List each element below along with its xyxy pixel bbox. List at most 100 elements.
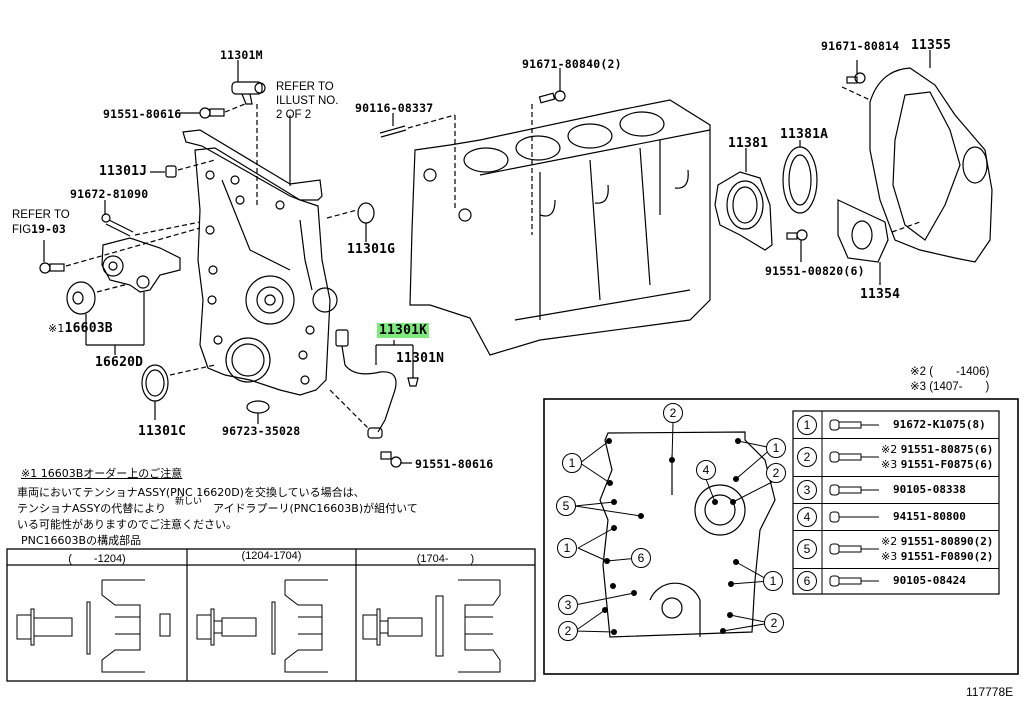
- label-11381[interactable]: 11381: [728, 136, 769, 151]
- callout-number-2: 2: [764, 613, 784, 633]
- label-11301N[interactable]: 11301N: [396, 351, 445, 366]
- bolt-91672-81090[interactable]: [101, 200, 201, 237]
- part-number-text: 94151-80800: [893, 509, 966, 523]
- crank-position-sensor-11301K[interactable]: [329, 329, 419, 439]
- label-16603B[interactable]: ※116603B: [48, 321, 113, 336]
- part-number-text: 91551-F0890(2): [900, 549, 994, 563]
- end-plate-11354[interactable]: [837, 199, 921, 285]
- cylinder-block[interactable]: [409, 99, 711, 356]
- bolt-refer-fig[interactable]: [39, 227, 201, 274]
- label-91671-80814[interactable]: 91671-80814: [821, 39, 900, 53]
- period-mark: ※2: [881, 534, 901, 548]
- fastener-index-2: 2: [797, 447, 817, 467]
- label-16620D[interactable]: 16620D: [95, 355, 144, 370]
- label-91671-80840[interactable]: 91671-80840(2): [522, 57, 622, 71]
- oil-seal-retainer-11381[interactable]: [714, 148, 773, 251]
- rear-oil-seal-11381A[interactable]: [782, 140, 818, 214]
- cam-position-sensor[interactable]: [231, 60, 266, 205]
- fastener-part-number[interactable]: ※3 91551-F0890(2): [881, 550, 993, 563]
- period-legend-2: ※2 ( -1406): [910, 366, 990, 378]
- label-11381A[interactable]: 11381A: [780, 127, 829, 142]
- refer-fig-line2: FIG: [12, 224, 32, 236]
- label-11301G[interactable]: 11301G: [347, 242, 396, 257]
- callout-number-3: 3: [558, 595, 578, 615]
- note-title: ※1 16603Bオーダー上のご注意: [21, 467, 183, 480]
- fastener-part-number[interactable]: 91672-K1075(8): [893, 418, 986, 431]
- note-overlay-new: 新しい: [175, 497, 203, 507]
- callout-number-1: 1: [557, 538, 577, 558]
- label-91551-80616-top[interactable]: 91551-80616: [103, 107, 182, 121]
- note-line-1: 車両においてテンショナASSY(PNC 16620D)を交換している場合は、: [17, 486, 365, 499]
- label-91672-81090[interactable]: 91672-81090: [70, 187, 149, 201]
- note-line-3: いる可能性がありますのでご注意ください。: [17, 518, 237, 531]
- callout-number-1: 1: [763, 571, 783, 591]
- fastener-part-number[interactable]: ※2 91551-80875(6): [881, 443, 993, 456]
- part-number-text: 91672-K1075(8): [893, 417, 986, 431]
- fastener-part-number[interactable]: ※2 91551-80890(2): [881, 535, 993, 548]
- idler-pulley-16603B[interactable]: [66, 281, 129, 345]
- composition-col-header-1: ( -1204): [68, 553, 126, 565]
- fastener-row-2[interactable]: 2※2 91551-80875(6)※3 91551-F0875(6): [793, 438, 999, 477]
- period-mark: ※3: [881, 457, 901, 471]
- period-mark: ※2: [881, 442, 901, 456]
- label-11301C[interactable]: 11301C: [138, 424, 187, 439]
- fastener-row-5[interactable]: 5 ※2 91551-80890(2) ※3 91551-F0890(2): [793, 530, 999, 569]
- composition-table-frame: [6, 548, 536, 682]
- refer-illust-note: REFER TO ILLUST NO. 2 OF 2: [276, 80, 338, 122]
- refer-fig-number[interactable]: 19-03: [31, 222, 66, 236]
- timing-cover-bolt-diagram: [599, 431, 776, 638]
- fastener-part-number[interactable]: 94151-80800: [893, 510, 966, 523]
- fastener-index-6: 6: [797, 571, 817, 591]
- diagram-id-code: 117778E: [966, 685, 1014, 699]
- label-11301J[interactable]: 11301J: [99, 164, 148, 179]
- fastener-row-6[interactable]: 6 90105-08424: [793, 568, 999, 594]
- tensioner-assy-16620D[interactable]: [86, 237, 181, 355]
- part-number-text: 90105-08338: [893, 482, 966, 496]
- label-11354[interactable]: 11354: [860, 287, 901, 302]
- label-11301K[interactable]: 11301K: [377, 323, 430, 338]
- fastener-index-3: 3: [797, 479, 817, 500]
- bolt-91551-00820[interactable]: [786, 229, 808, 262]
- label-91551-00820[interactable]: 91551-00820(6): [765, 264, 865, 278]
- part-number-text: 91551-F0875(6): [900, 457, 994, 471]
- refer-illust-line1: REFER TO: [276, 81, 334, 93]
- composition-col-header-2: (1204-1704): [241, 550, 302, 562]
- callout-number-1: 1: [562, 453, 582, 473]
- label-90116-08337[interactable]: 90116-08337: [355, 101, 434, 115]
- bolt-icon: [829, 543, 879, 555]
- bolt-icon: [829, 484, 879, 495]
- o-ring-96723-35028[interactable]: [246, 400, 270, 424]
- callout-number-4: 4: [696, 460, 716, 480]
- callout-number-1: 1: [766, 438, 786, 458]
- bolt-91671-80814[interactable]: [841, 60, 871, 101]
- refer-fig-note: REFER TO FIG19-03: [12, 208, 70, 237]
- oil-seal-11301C[interactable]: [141, 364, 216, 420]
- bolt-91551-80616-top[interactable]: [180, 103, 246, 119]
- callout-number-2: 2: [558, 621, 578, 641]
- rear-end-plate-11355[interactable]: [869, 50, 993, 263]
- fastener-part-number[interactable]: 90105-08424: [893, 574, 966, 587]
- nut-icon: [829, 511, 879, 522]
- fastener-table-frame: [792, 410, 1000, 595]
- stud-bolt-11301J[interactable]: [150, 159, 216, 178]
- label-11301K-highlighted: 11301K: [377, 323, 430, 338]
- label-96723-35028[interactable]: 96723-35028: [222, 424, 301, 438]
- label-91551-80616-bottom[interactable]: 91551-80616: [415, 457, 494, 471]
- stud-bolt-90116-08337[interactable]: [379, 113, 456, 210]
- timing-chain-cover[interactable]: [194, 147, 338, 396]
- label-11301M[interactable]: 11301M: [220, 48, 263, 62]
- note-line-2a: テンショナASSYの代替により: [17, 502, 166, 515]
- callout-number-6: 6: [631, 548, 651, 568]
- label-11355[interactable]: 11355: [911, 38, 952, 53]
- fastener-part-number[interactable]: 90105-08338: [893, 483, 966, 496]
- fastener-part-number[interactable]: ※3 91551-F0875(6): [881, 458, 993, 471]
- note-mark-1: ※1: [48, 322, 65, 335]
- bolt-91671-80840[interactable]: [531, 68, 566, 235]
- fastener-row-3[interactable]: 3 90105-08338: [793, 476, 999, 504]
- bolt-91551-80616-bottom[interactable]: [380, 451, 412, 468]
- fastener-index-5: 5: [797, 539, 817, 559]
- o-ring-11301G[interactable]: [326, 202, 375, 242]
